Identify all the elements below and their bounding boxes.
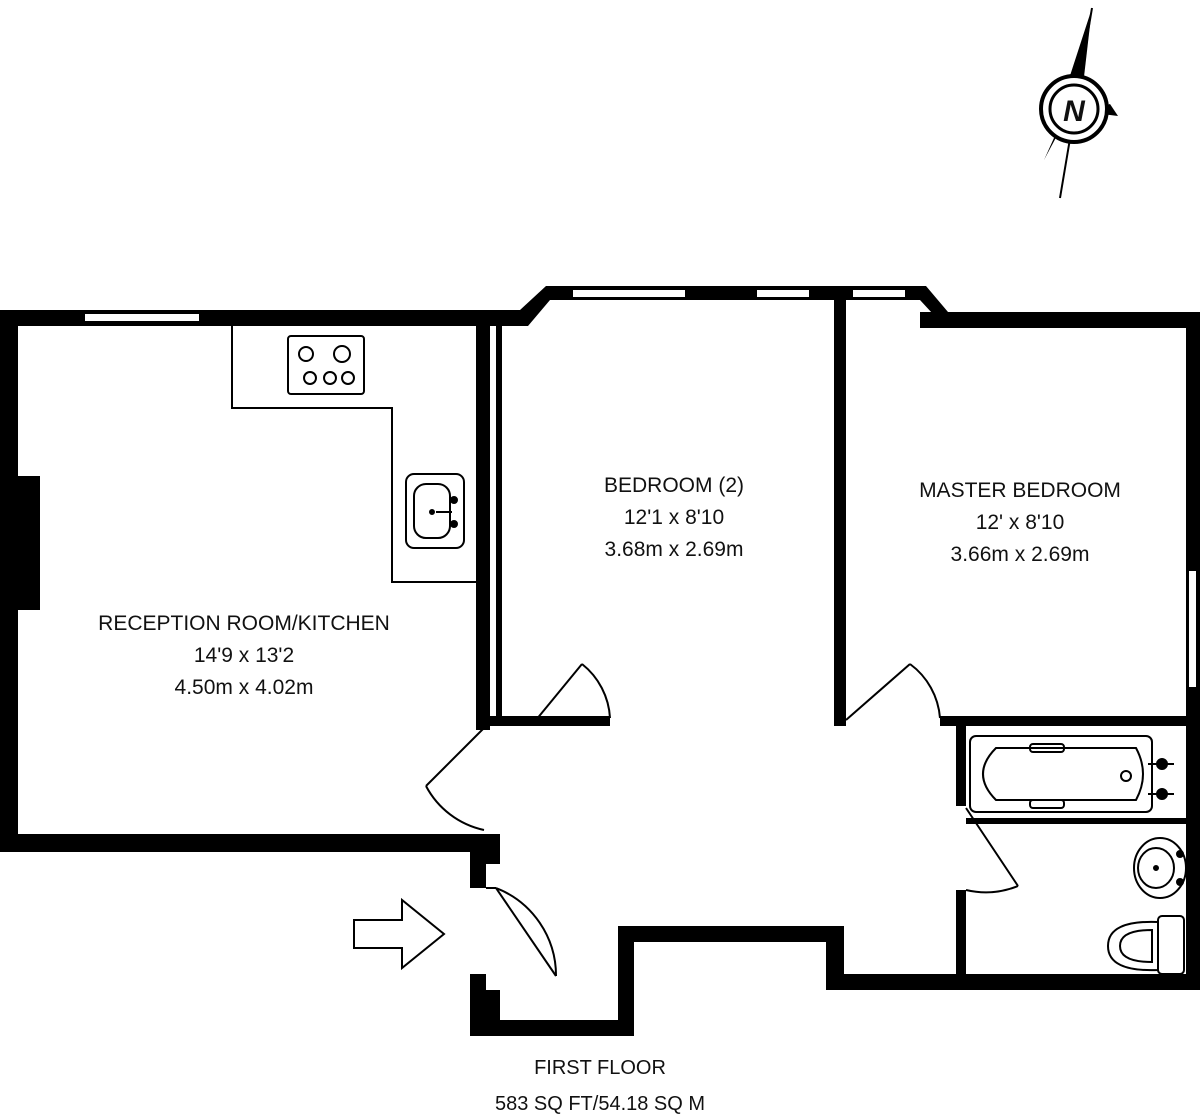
- room-metric-size: 4.50m x 4.02m: [175, 676, 314, 699]
- windows: [83, 288, 1198, 689]
- hob-icon: [287, 335, 365, 395]
- floor-area: 583 SQ FT/54.18 SQ M: [495, 1093, 705, 1115]
- room-name: RECEPTION ROOM/KITCHEN: [98, 612, 390, 635]
- room-label-bedroom-2: BEDROOM (2) 12'1 x 8'10 3.68m x 2.69m: [604, 474, 744, 561]
- kitchen: [231, 326, 476, 583]
- kitchen-sink-icon: [405, 473, 465, 549]
- bath-icon: [969, 735, 1174, 813]
- room-imperial-size: 12'1 x 8'10: [624, 506, 724, 529]
- room-label-master-bedroom: MASTER BEDROOM 12' x 8'10 3.66m x 2.69m: [919, 479, 1121, 566]
- floor-outline: [0, 286, 1200, 1036]
- interior-walls: [476, 300, 1200, 982]
- basin-icon: [1133, 837, 1187, 899]
- floor-name: FIRST FLOOR: [534, 1057, 666, 1079]
- north-compass-icon: N: [1039, 7, 1118, 199]
- room-label-reception: RECEPTION ROOM/KITCHEN 14'9 x 13'2 4.50m…: [98, 612, 390, 699]
- room-metric-size: 3.68m x 2.69m: [605, 538, 744, 561]
- room-metric-size: 3.66m x 2.69m: [951, 543, 1090, 566]
- bathroom: [969, 735, 1187, 975]
- kitchen-counter: [231, 326, 476, 583]
- toilet-icon: [1106, 915, 1185, 975]
- entrance-arrow-icon: [353, 897, 446, 971]
- room-name: MASTER BEDROOM: [919, 479, 1121, 502]
- doors: [425, 663, 1019, 977]
- room-imperial-size: 12' x 8'10: [976, 511, 1065, 534]
- room-imperial-size: 14'9 x 13'2: [194, 644, 294, 667]
- north-label: N: [1063, 95, 1086, 128]
- room-name: BEDROOM (2): [604, 474, 744, 497]
